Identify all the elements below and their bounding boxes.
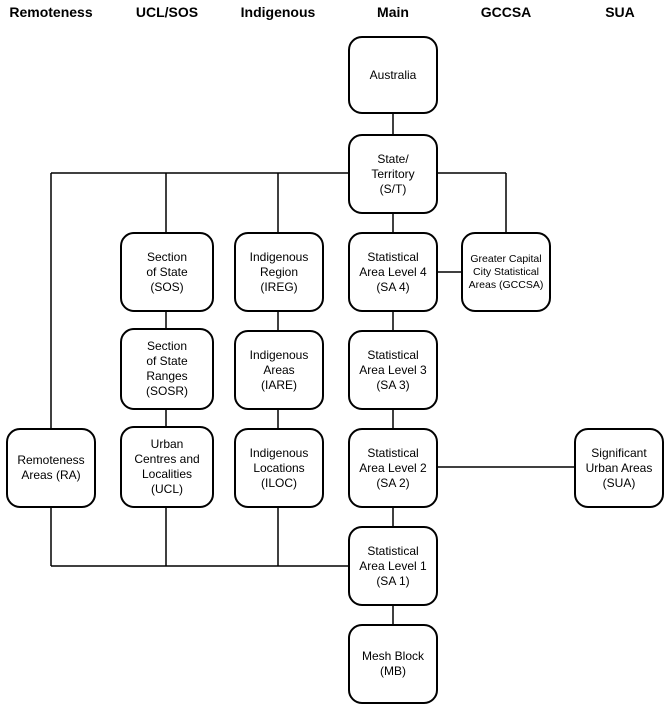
node-label-line: (S/T) (379, 181, 407, 196)
node-label-line: Urban Areas (585, 460, 653, 475)
node-label-line: (SA 2) (376, 475, 410, 490)
node-label-line: Significant (591, 445, 647, 460)
node-state-territory: State/Territory(S/T) (348, 134, 438, 214)
node-label-line: Statistical (367, 543, 419, 558)
node-label-line: Section (146, 249, 188, 264)
node-label-line: (IARE) (261, 377, 297, 392)
node-label-line: Indigenous (249, 445, 309, 460)
node-label-line: Area Level 3 (359, 362, 427, 377)
node-label-line: of State (146, 354, 188, 368)
node-mesh-block: Mesh Block(MB) (348, 624, 438, 704)
node-label-line: Indigenous (249, 249, 309, 264)
node-label-line: Statistical (367, 347, 419, 362)
node-label-line: Territory (371, 166, 415, 181)
node-label-line: Greater Capital (470, 252, 542, 265)
node-label-line: Statistical (367, 249, 419, 264)
header-sua: SUA (605, 4, 635, 20)
node-label-line: Australia (369, 67, 417, 82)
header-remoteness: Remoteness (9, 4, 93, 20)
node-label-line: Statistical (367, 445, 419, 460)
node-label-line: Section (146, 339, 188, 353)
header-ucl-sos: UCL/SOS (135, 4, 199, 20)
node-label-line: Urban (150, 437, 184, 451)
node-label-line: Mesh Block (361, 649, 425, 663)
node-label-line: Remoteness (17, 453, 85, 467)
node-label-line: Ranges (146, 369, 188, 383)
node-label-line: (SA 4) (376, 279, 410, 294)
node-label-line: (ILOC) (261, 475, 297, 490)
node-label-line: State/ (377, 151, 409, 166)
node-label-line: Centres and (134, 452, 200, 466)
header-gccsa: GCCSA (480, 4, 532, 20)
header-indigenous: Indigenous (240, 4, 316, 20)
node-label-line: Area Level 4 (359, 264, 427, 279)
node-label-line: (SUA) (602, 475, 636, 490)
node-australia: Australia (348, 36, 438, 114)
node-label-line: Area Level 1 (359, 558, 427, 573)
node-label-line: (SOSR) (146, 384, 188, 398)
node-label-line: (SOS) (150, 279, 184, 294)
node-label-line: Area Level 2 (359, 460, 427, 475)
node-label-line: Areas (GCCSA) (468, 278, 544, 291)
node-label-line: (SA 1) (376, 573, 410, 588)
node-label-line: (MB) (380, 664, 406, 678)
node-label-line: Locations (253, 460, 305, 475)
node-label-line: of State (146, 264, 188, 279)
node-label-line: Areas (RA) (21, 468, 81, 482)
node-label-line: (IREG) (260, 279, 298, 294)
node-label-line: City Statistical (473, 265, 539, 278)
node-label: Mesh Block(MB) (362, 649, 424, 679)
node-label-line: (SA 3) (376, 377, 410, 392)
node-label: State/Territory(S/T) (371, 152, 414, 197)
node-label-line: Areas (263, 362, 295, 377)
node-label: Australia (370, 68, 417, 83)
node-label-line: Region (259, 264, 299, 279)
node-label-line: (UCL) (151, 482, 183, 496)
header-main: Main (377, 4, 409, 20)
node-label-line: Indigenous (249, 347, 309, 362)
node-label-line: Localities (141, 467, 193, 481)
